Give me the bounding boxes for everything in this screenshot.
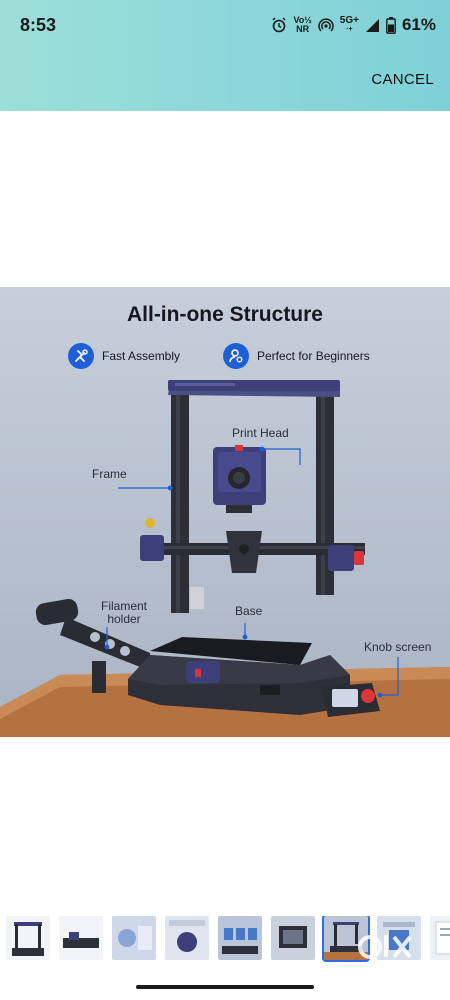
thumbnail[interactable]	[6, 916, 50, 960]
printer-illustration	[0, 380, 450, 737]
feature-fast-assembly: Fast Assembly	[68, 343, 180, 369]
label-filament-holder: Filament holder	[100, 599, 147, 626]
tools-icon	[68, 343, 94, 369]
label-knob-screen: Knob screen	[364, 640, 432, 654]
label-base: Base	[235, 604, 263, 618]
volte-indicator: Vo½ NR	[293, 15, 312, 34]
status-time: 8:53	[20, 15, 57, 35]
battery-level: 61%	[401, 15, 436, 34]
battery-icon	[386, 16, 396, 34]
network-type: 5G+ ·+	[339, 15, 359, 34]
product-image[interactable]: All-in-one Structure Fast Assembly Perfe…	[0, 287, 450, 737]
thumbnail-selected[interactable]	[322, 916, 370, 962]
watermark-logo	[356, 925, 416, 971]
thumbnail[interactable]	[218, 916, 262, 960]
signal-icon	[365, 18, 379, 32]
gesture-navigation-bar[interactable]	[136, 985, 314, 989]
thumbnail[interactable]	[112, 916, 156, 960]
alarm-icon	[272, 17, 286, 33]
user-gear-icon	[223, 343, 249, 369]
thumbnail[interactable]	[165, 916, 209, 960]
thumbnail[interactable]	[59, 916, 103, 960]
hotspot-icon	[318, 18, 334, 32]
label-print-head: Print Head	[232, 426, 289, 440]
feature-label: Perfect for Beginners	[257, 349, 370, 363]
status-icons: Vo½ NR 5G+ ·+ 61%	[271, 14, 436, 36]
feature-label: Fast Assembly	[102, 349, 181, 363]
cancel-button[interactable]: CANCEL	[371, 71, 434, 88]
top-app-bar: 8:53 Vo½ NR 5G+ ·+ 61% CANCEL	[0, 0, 450, 111]
thumbnail[interactable]	[271, 916, 315, 960]
thumbnail-strip[interactable]	[0, 916, 450, 966]
thumbnail[interactable]	[430, 916, 450, 960]
label-frame: Frame	[92, 467, 127, 481]
product-image-title: All-in-one Structure	[126, 303, 323, 326]
feature-beginners: Perfect for Beginners	[223, 343, 370, 369]
